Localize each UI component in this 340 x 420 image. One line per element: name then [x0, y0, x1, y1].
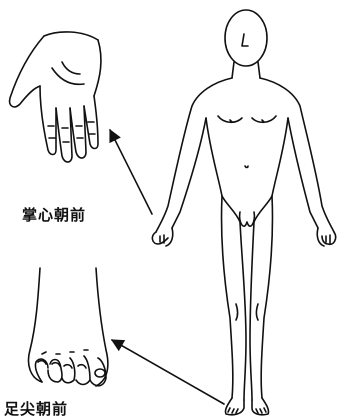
body-figure-icon	[152, 10, 335, 415]
foot-icon	[29, 268, 108, 386]
hand-icon	[10, 32, 101, 162]
palm-forward-label: 掌心朝前	[22, 204, 86, 225]
toes-forward-label: 足尖朝前	[4, 398, 68, 419]
foot-pointer-arrow	[112, 340, 224, 404]
palm-pointer-arrow	[110, 130, 152, 214]
